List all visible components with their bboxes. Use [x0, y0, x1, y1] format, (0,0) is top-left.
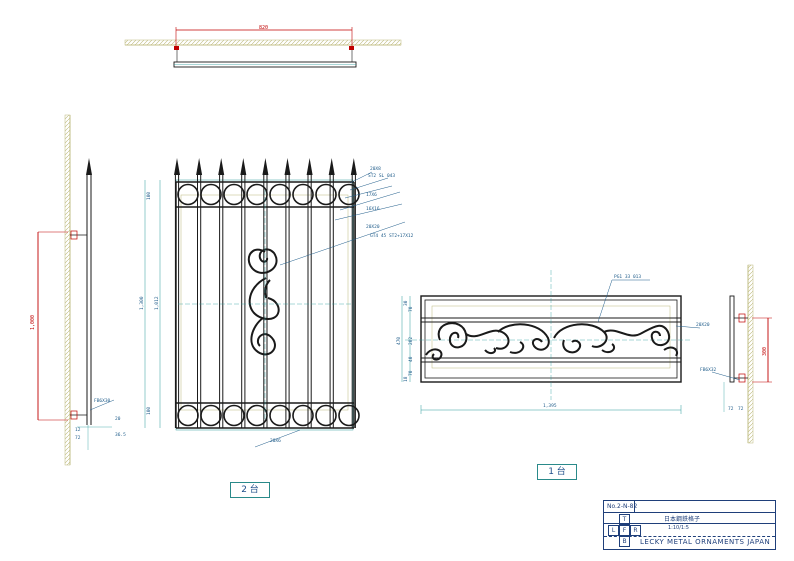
- drawing-name: 日本鋼鉄格子: [664, 516, 701, 523]
- panel-elevation: 1,395 470 70 202 40 70 30 18 PG1 33 013 …: [396, 270, 710, 414]
- top-ring: [246, 183, 268, 206]
- proj-right: R: [630, 525, 641, 536]
- side-height-dim: 1,000: [30, 315, 36, 330]
- gate-rings: [177, 183, 360, 427]
- top-ring: [338, 183, 360, 206]
- finial: [328, 158, 335, 175]
- wall-section: [124, 39, 402, 46]
- right-height-dim: 300: [762, 347, 768, 356]
- finial: [240, 158, 247, 175]
- bottom-ring: [292, 404, 314, 427]
- bottom-ring: [315, 404, 337, 427]
- right-small-dim-2: 72: [738, 406, 744, 412]
- gate-callout-2: ST2 SL 043: [368, 173, 395, 179]
- proj-front: F: [619, 525, 630, 536]
- panel-scroll: [425, 322, 678, 361]
- finial: [284, 158, 291, 175]
- bottom-ring: [338, 404, 360, 427]
- side-small-dim-4: 36.5: [115, 432, 126, 438]
- gate-dim-bottom: 100: [146, 407, 152, 415]
- panel-dim-5: 30: [403, 300, 409, 306]
- gate-callout-4: 16X16: [366, 206, 380, 212]
- finial: [350, 158, 357, 175]
- bracket-left: [174, 46, 179, 50]
- drawing-scale: 1:10/1:5: [668, 525, 689, 531]
- panel-dim-2: 202: [408, 337, 414, 345]
- gate-bars: [174, 158, 357, 428]
- side-bolt-label: FB6X30: [94, 398, 111, 404]
- gate-callout-leaders: [279, 171, 406, 266]
- gate-callout-3: 17X6: [366, 192, 377, 198]
- finial: [306, 158, 313, 175]
- panel-count-label: 1 台: [537, 464, 577, 480]
- gate-count-label: 2 台: [230, 482, 270, 498]
- gate-dim-top: 100: [146, 192, 152, 200]
- bottom-ring: [177, 404, 199, 427]
- wall-right: [747, 264, 754, 444]
- bracket-right: [349, 46, 354, 50]
- drawing-number: 2-N-82: [617, 503, 638, 510]
- gate-dim-total: 1,300: [139, 296, 145, 310]
- bottom-ring: [246, 404, 268, 427]
- top-ring: [269, 183, 291, 206]
- panel-callout-1: PG1 33 013: [614, 274, 641, 280]
- panel-dim-6: 18: [403, 376, 409, 382]
- top-width-dim: 820: [259, 25, 268, 31]
- panel-dim-4: 70: [408, 370, 414, 376]
- finial-side: [86, 158, 92, 175]
- gate-callout-6: GT4 45 ST2+17X12: [370, 233, 414, 239]
- top-ring: [223, 183, 245, 206]
- side-small-dim-3: 20: [115, 416, 121, 422]
- top-ring: [200, 183, 222, 206]
- proj-left: L: [608, 525, 619, 536]
- left-side-section: 1,000 FB6X30 12 72 20 36.5: [30, 114, 126, 466]
- finial: [174, 158, 180, 175]
- top-ring: [292, 183, 314, 206]
- top-plan-view: 820: [124, 25, 402, 68]
- right-side-section: 300 FB6X32 72 72: [700, 264, 772, 444]
- side-small-dim-2: 72: [75, 435, 81, 441]
- finial: [262, 158, 269, 175]
- proj-bottom: B: [619, 536, 630, 547]
- panel-dim-3: 40: [408, 356, 414, 362]
- bottom-ring: [223, 404, 245, 427]
- wall-left: [64, 114, 71, 466]
- panel-callout-2: 20X20: [696, 322, 710, 328]
- panel-width-dim: 1,395: [543, 403, 557, 409]
- gate-scroll: [247, 248, 280, 356]
- finial: [218, 158, 225, 175]
- title-block: No. 2-N-82 日本鋼鉄格子 1:10/1:5 LECKY METAL O…: [603, 500, 776, 550]
- side-small-dim-1: 12: [75, 427, 81, 433]
- gate-dim-mid: 1,012: [154, 296, 160, 310]
- bottom-ring: [200, 404, 222, 427]
- gate-callout-5: 20X20: [366, 224, 380, 230]
- top-ring: [177, 183, 199, 206]
- proj-top: T: [619, 514, 630, 525]
- top-ring: [315, 183, 337, 206]
- panel-dim-1: 70: [408, 306, 414, 312]
- finial: [196, 158, 203, 175]
- company-name: LECKY METAL ORNAMENTS JAPAN: [640, 538, 771, 546]
- gate-callout-1: 20X8: [370, 166, 381, 172]
- right-small-dim-1: 72: [728, 406, 734, 412]
- panel-height-dim: 470: [396, 337, 402, 345]
- gate-elevation: 100 1,300 1,012 100 20X8 ST2 SL 043 17X6…: [139, 158, 414, 448]
- gate-bottom-callout: 20X6: [270, 438, 281, 444]
- bottom-ring: [269, 404, 291, 427]
- right-bolt-label: FB6X32: [700, 367, 717, 373]
